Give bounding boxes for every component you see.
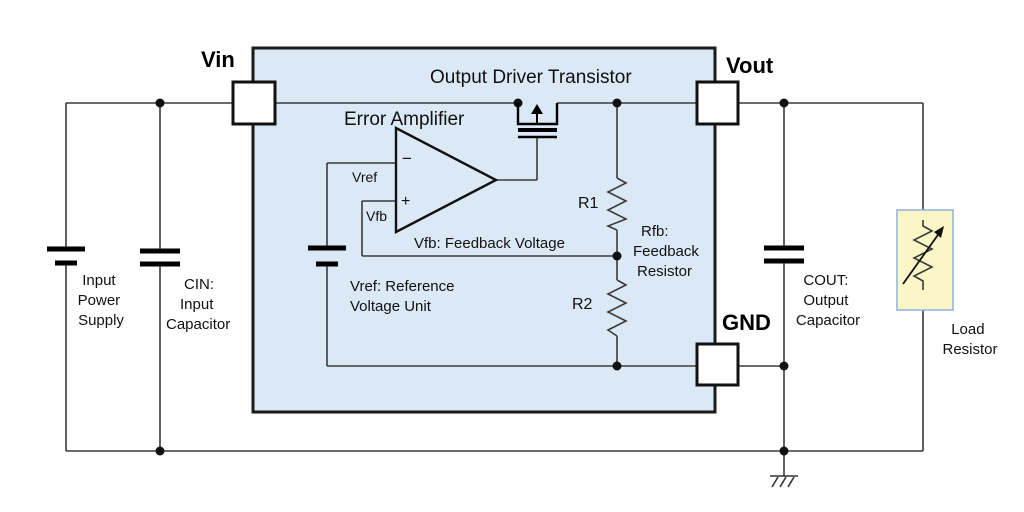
rfb-label: Rfb: Feedback Resistor bbox=[633, 223, 703, 280]
r1-resistor-symbol bbox=[605, 177, 628, 231]
gnd-pin-box bbox=[695, 342, 740, 387]
cout-label: COUT: Output Capacitor bbox=[796, 272, 860, 329]
output-driver-label: Output Driver Transistor bbox=[430, 67, 632, 88]
cin-label: CIN: Input Capacitor bbox=[166, 276, 230, 333]
vout-pin-box bbox=[695, 80, 740, 126]
feedback-voltage-label: Vfb: Feedback Voltage bbox=[414, 235, 565, 252]
r2-label: R2 bbox=[572, 296, 593, 313]
vfb-input-label: Vfb bbox=[366, 208, 387, 224]
vref-source-symbol bbox=[308, 245, 346, 267]
vref-unit-label: Vref: Reference Voltage Unit bbox=[350, 278, 459, 315]
error-amplifier-label: Error Amplifier bbox=[344, 109, 465, 130]
output-driver-transistor-symbol bbox=[516, 103, 559, 139]
vin-pin-box bbox=[231, 80, 277, 126]
amp-plus: + bbox=[401, 193, 410, 210]
amp-minus: − bbox=[402, 149, 412, 168]
load-resistor-label: Load Resistor bbox=[942, 321, 997, 358]
input-power-supply-label: Input Power Supply bbox=[78, 272, 125, 329]
r2-resistor-symbol bbox=[606, 279, 628, 337]
cout-capacitor-symbol bbox=[764, 245, 804, 264]
input-power-supply-symbol bbox=[47, 246, 85, 266]
vout-label: Vout bbox=[726, 53, 774, 78]
error-amplifier-symbol bbox=[394, 126, 499, 234]
wires bbox=[65, 102, 924, 476]
cin-capacitor-symbol bbox=[140, 248, 180, 267]
vref-input-label: Vref bbox=[352, 169, 377, 185]
gnd-label: GND bbox=[722, 310, 771, 335]
load-resistor-symbol bbox=[896, 209, 954, 311]
vin-label: Vin bbox=[201, 47, 235, 72]
junction-dots bbox=[155, 98, 789, 456]
ground-symbol bbox=[770, 475, 798, 488]
r1-label: R1 bbox=[578, 195, 599, 212]
ic-body bbox=[251, 46, 717, 414]
